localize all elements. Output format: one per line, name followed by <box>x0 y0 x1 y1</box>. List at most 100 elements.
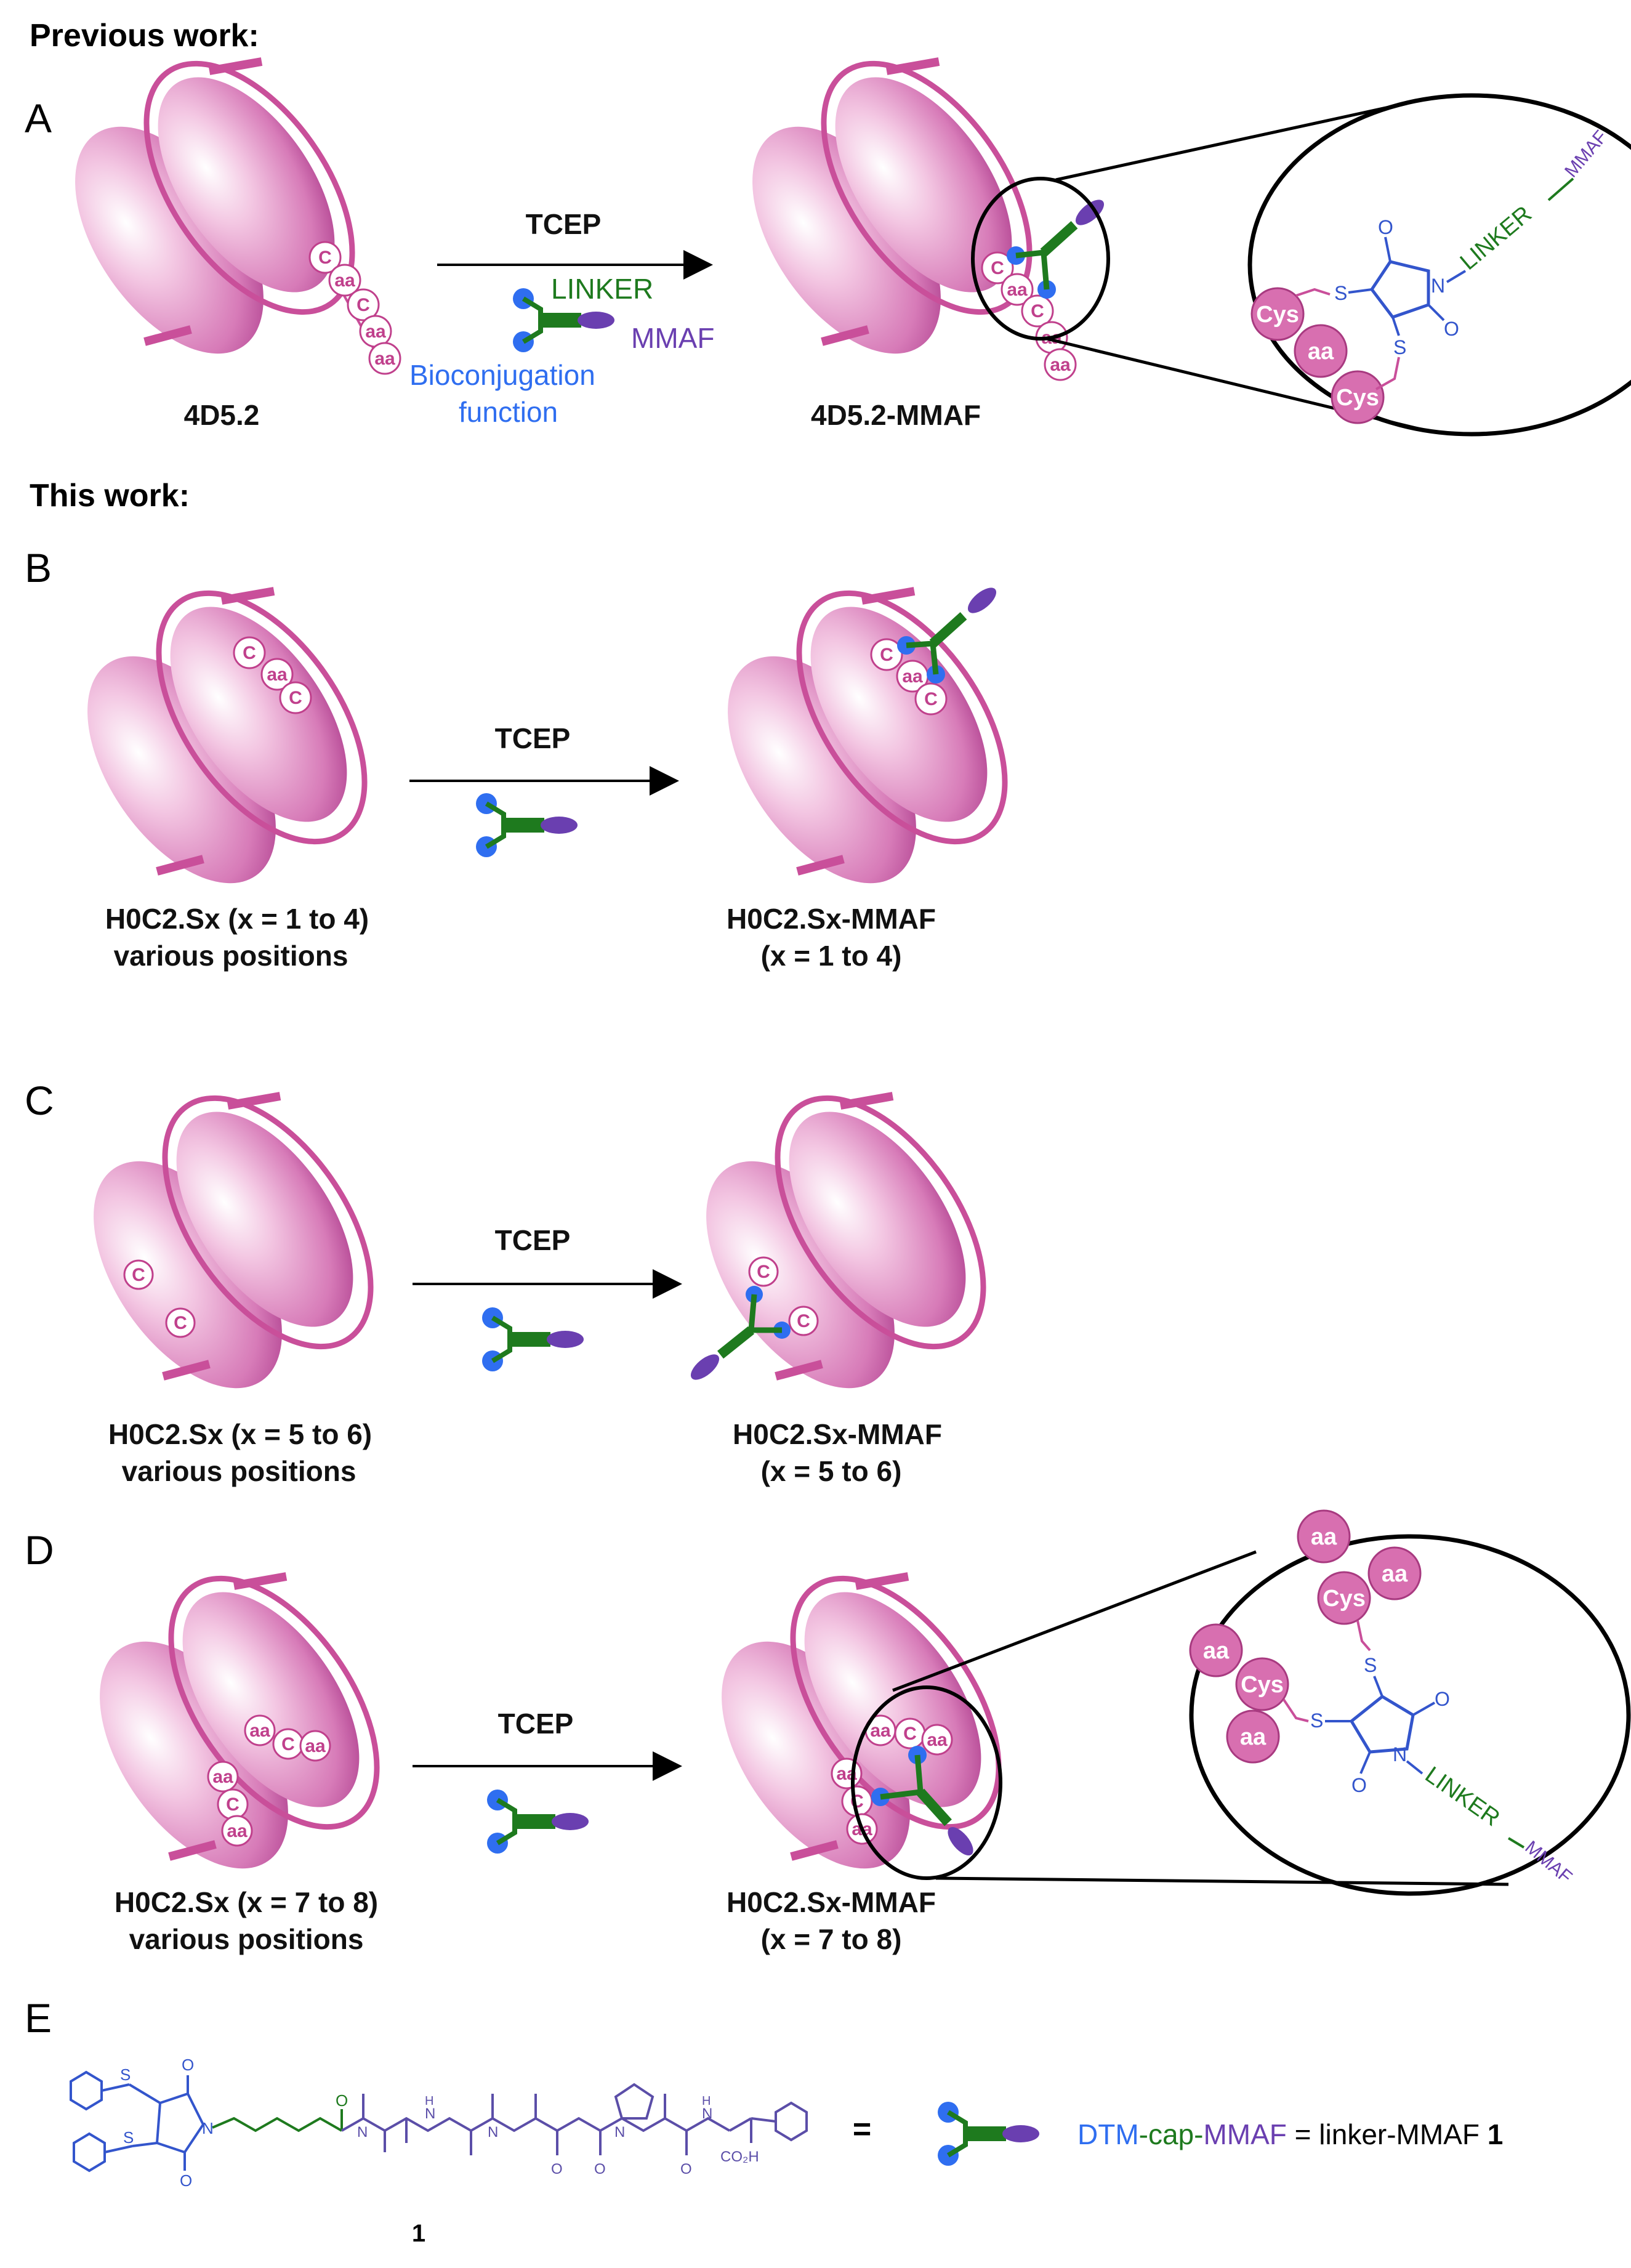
caption-d-right-2: (x = 7 to 8) <box>761 1923 902 1955</box>
svg-text:aa: aa <box>870 1721 891 1741</box>
svg-text:aa: aa <box>305 1736 326 1756</box>
antibody-d-left <box>62 1543 418 1902</box>
svg-text:C: C <box>318 248 332 268</box>
caption-d-left-1: H0C2.Sx (x = 7 to 8) <box>115 1886 378 1918</box>
panel-c-label: C <box>25 1078 54 1123</box>
caption-4d52: 4D5.2 <box>184 399 260 431</box>
svg-text:N: N <box>1431 275 1445 297</box>
reagent-icon-c <box>482 1307 584 1371</box>
svg-text:aa: aa <box>249 1721 270 1741</box>
svg-text:S: S <box>1393 336 1406 358</box>
chemical-atom-labels: S S O O N O N N H N O O N O N H CO₂H <box>120 2056 759 2190</box>
panel-d-label: D <box>25 1527 54 1573</box>
svg-text:Cys: Cys <box>1336 385 1379 411</box>
svg-text:O: O <box>1435 1688 1450 1710</box>
residue-chain-a: C aa C aa aa <box>308 241 401 375</box>
svg-text:aa: aa <box>365 321 386 342</box>
svg-text:N: N <box>702 2105 712 2122</box>
antibody-4d52 <box>37 28 393 387</box>
svg-text:S: S <box>123 2128 134 2147</box>
reagent-icon-d <box>487 1790 589 1854</box>
svg-text:CO₂H: CO₂H <box>720 2149 759 2165</box>
panel-b-label: B <box>25 545 52 591</box>
reagent-label-b: TCEP <box>495 722 571 754</box>
caption-d-left-2: various positions <box>129 1923 364 1955</box>
svg-text:S: S <box>1310 1709 1323 1732</box>
svg-text:O: O <box>680 2161 692 2177</box>
caption-c-left-2: various positions <box>122 1455 356 1487</box>
caption-b-left-2: various positions <box>114 940 348 972</box>
svg-text:LINKER: LINKER <box>1420 1762 1505 1831</box>
conjugate-c: C C <box>690 1256 819 1380</box>
caption-4d52-mmaf: 4D5.2-MMAF <box>811 399 981 431</box>
dtm-cap-mmaf-label: DTM-cap-MMAF = linker-MMAF 1 <box>1077 2118 1503 2150</box>
svg-text:aa: aa <box>1007 280 1028 300</box>
panel-e-label: E <box>25 1995 52 2041</box>
cys-residues-d: aa C aa aa C aa <box>207 1714 331 1847</box>
svg-text:N: N <box>614 2124 625 2141</box>
svg-text:aa: aa <box>1311 1524 1337 1550</box>
svg-text:H: H <box>702 2094 711 2108</box>
svg-text:N: N <box>202 2119 214 2137</box>
svg-text:aa: aa <box>1382 1561 1408 1587</box>
caption-b-right-2: (x = 1 to 4) <box>761 940 902 972</box>
cys-residues-b: C aa C <box>233 636 312 714</box>
reagent-icon-b <box>476 793 578 857</box>
svg-text:aa: aa <box>1203 1638 1230 1664</box>
svg-text:aa: aa <box>1308 339 1334 365</box>
conjugate-b: C aa C <box>870 587 997 716</box>
chemical-structure-1 <box>70 2070 808 2173</box>
antibody-b-left <box>49 557 406 916</box>
svg-text:N: N <box>1393 1743 1407 1766</box>
reagent-legend-a: LINKER MMAF Bioconjugation function <box>409 273 714 428</box>
svg-text:Cys: Cys <box>1241 1672 1284 1698</box>
zoom-callout-d <box>851 1534 1631 1896</box>
svg-text:O: O <box>594 2161 606 2177</box>
svg-text:O: O <box>182 2056 194 2074</box>
svg-text:C: C <box>174 1313 187 1333</box>
svg-text:aa: aa <box>374 349 395 369</box>
svg-text:C: C <box>991 258 1004 278</box>
svg-text:C: C <box>289 688 302 708</box>
svg-text:O: O <box>1351 1774 1367 1796</box>
svg-text:Cys: Cys <box>1256 302 1299 328</box>
svg-text:C: C <box>1031 301 1044 321</box>
svg-text:S: S <box>1364 1654 1377 1676</box>
svg-text:function: function <box>459 396 558 428</box>
zoom-callout-a <box>971 93 1631 437</box>
svg-text:C: C <box>226 1794 240 1815</box>
antibody-c-right <box>668 1062 1025 1421</box>
svg-text:LINKER: LINKER <box>551 273 653 305</box>
conjugate-d: aa C aa aa C aa <box>831 1714 973 1856</box>
svg-text:S: S <box>120 2065 131 2084</box>
antibody-d-right <box>683 1543 1040 1902</box>
svg-text:O: O <box>1444 318 1459 340</box>
caption-b-right-1: H0C2.Sx-MMAF <box>727 903 936 935</box>
caption-c-right-1: H0C2.Sx-MMAF <box>733 1418 942 1450</box>
svg-text:C: C <box>281 1734 295 1754</box>
svg-text:S: S <box>1334 282 1347 304</box>
svg-text:aa: aa <box>267 664 288 685</box>
svg-text:C: C <box>903 1724 917 1744</box>
svg-text:MMAF: MMAF <box>1561 127 1611 182</box>
svg-text:C: C <box>243 643 256 663</box>
svg-text:N: N <box>488 2124 498 2141</box>
svg-text:Bioconjugation: Bioconjugation <box>409 359 595 391</box>
svg-text:aa: aa <box>227 1821 248 1841</box>
svg-text:aa: aa <box>212 1767 233 1787</box>
caption-c-right-2: (x = 5 to 6) <box>761 1455 902 1487</box>
panel-a-label: A <box>25 95 52 141</box>
svg-text:H: H <box>425 2094 433 2108</box>
svg-text:N: N <box>425 2105 435 2122</box>
svg-text:LINKER: LINKER <box>1456 201 1537 275</box>
this-work-header: This work: <box>30 478 190 514</box>
caption-c-left-1: H0C2.Sx (x = 5 to 6) <box>108 1418 372 1450</box>
reagent-label-d: TCEP <box>498 1708 574 1740</box>
antibody-c-left <box>55 1062 412 1421</box>
svg-text:C: C <box>356 295 370 315</box>
svg-text:MMAF: MMAF <box>631 322 714 354</box>
svg-text:aa: aa <box>1050 355 1071 375</box>
conjugated-residues-a: C aa C aa aa <box>981 200 1105 381</box>
svg-text:C: C <box>924 689 938 709</box>
